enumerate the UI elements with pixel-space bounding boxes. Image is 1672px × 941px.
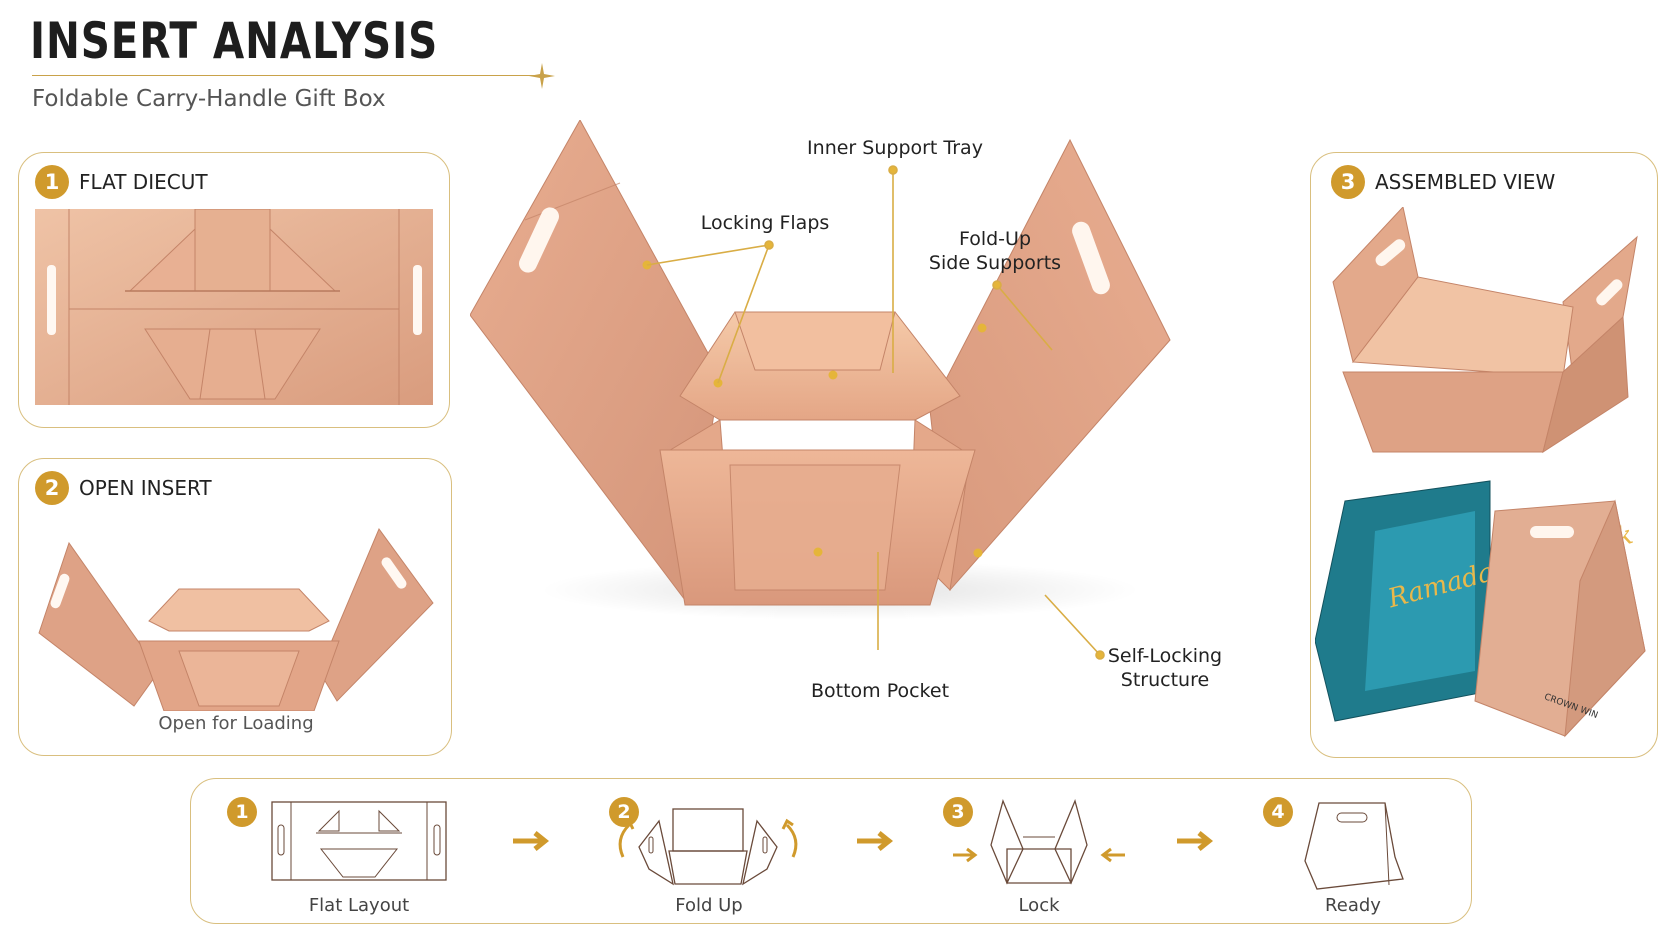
callout-bottom-pocket: Bottom Pocket [810, 680, 950, 702]
open-insert-illustration [38, 527, 434, 711]
callout-locking-flaps: Locking Flaps [700, 212, 830, 234]
step-number-badge: 1 [227, 797, 257, 827]
step-label: Fold Up [675, 895, 743, 916]
panel-caption: Open for Loading [158, 713, 314, 734]
panel-number-badge: 1 [35, 165, 69, 199]
flat-diecut-panel: 1 FLAT DIECUT [18, 152, 450, 428]
sparkle-icon [529, 63, 555, 89]
gift-bag-illustration: Ramadan Mubarak CROWN WIN [1315, 480, 1646, 738]
callout-inner-support-tray: Inner Support Tray [807, 137, 983, 159]
flat-layout-icon [271, 801, 447, 881]
flat-diecut-illustration [35, 209, 433, 405]
callout-fold-up-line2: Side Supports [928, 252, 1062, 274]
step-label: Lock [1018, 895, 1060, 916]
assembly-steps-panel: 1 Flat Layout 2 Fold Up 3 [190, 778, 1472, 924]
arrow-right-icon [1177, 831, 1214, 851]
step-number-badge: 2 [609, 797, 639, 827]
step-number-badge: 4 [1263, 797, 1293, 827]
open-insert-panel: 2 OPEN INSERT Open for Loading [18, 458, 452, 756]
arrow-right-icon [513, 831, 550, 851]
callout-fold-up-line1: Fold-Up [958, 228, 1032, 250]
fold-up-icon [618, 808, 798, 886]
callout-self-locking-line2: Structure [1120, 669, 1210, 691]
arrow-right-icon [857, 831, 894, 851]
step-label: Ready [1325, 895, 1381, 916]
panel-number-badge: 3 [1331, 165, 1365, 199]
page-title: INSERT ANALYSIS [30, 12, 439, 70]
assembled-view-panel: 3 ASSEMBLED VIEW Ramadan Mubarak CROWN W… [1310, 152, 1658, 758]
title-divider [32, 75, 542, 76]
ready-box-icon [1304, 802, 1404, 890]
panel-title: ASSEMBLED VIEW [1375, 170, 1556, 194]
page-subtitle: Foldable Carry-Handle Gift Box [32, 86, 386, 112]
panel-title: FLAT DIECUT [79, 170, 208, 194]
panel-number-badge: 2 [35, 471, 69, 505]
lock-icon [953, 799, 1125, 885]
step-label: Flat Layout [308, 895, 410, 916]
assembled-box-illustration [1332, 207, 1638, 454]
panel-title: OPEN INSERT [79, 476, 212, 500]
step-number-badge: 3 [943, 797, 973, 827]
callout-self-locking-line1: Self-Locking [1107, 645, 1223, 667]
open-insert-main-illustration [470, 120, 1171, 620]
